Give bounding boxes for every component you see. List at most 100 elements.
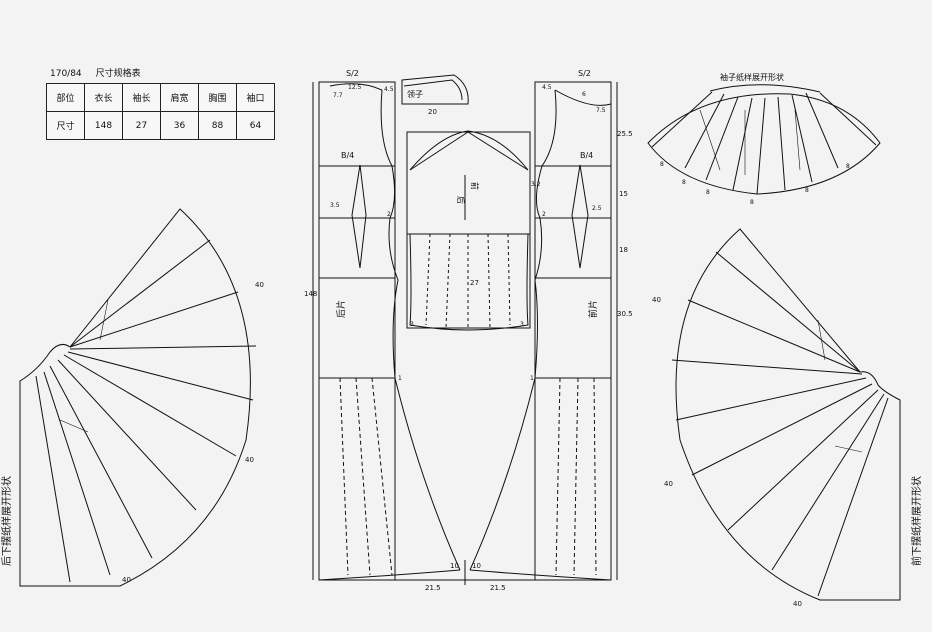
front-hem-slash (817, 397, 889, 597)
back-hem-outline (19, 208, 251, 587)
spec-grid: 部位 衣长 袖长 肩宽 胸围 袖口 尺寸 148 27 36 88 64 (46, 83, 275, 140)
collar-label: 领子 (407, 89, 423, 99)
back-hem-slash (69, 345, 257, 350)
sleeve-fan-title: 袖子纸样展开形状 (720, 72, 784, 82)
sleeve-fan-cap (709, 84, 821, 93)
sleeve-fan (647, 84, 881, 195)
spec-size-code: 170/84 (50, 69, 82, 79)
collar-inner (403, 79, 463, 101)
front-armhole (469, 89, 557, 571)
sleeve-slash (425, 233, 431, 326)
back-hem-curve (318, 569, 461, 581)
spec-header-row: 部位 衣长 袖长 肩宽 胸围 袖口 (46, 83, 275, 112)
v-2-left: 2 (387, 211, 391, 218)
sleeve-slash (507, 233, 511, 326)
front-panel-line (593, 377, 597, 576)
sleeve-cap-line (409, 131, 469, 171)
hem-21-5-right: 21.5 (490, 584, 506, 592)
back-fan-title: 后下摆纸样展开形状 (0, 476, 13, 566)
v-3-right: 3 (520, 321, 524, 328)
v-3-5: 3.5 (330, 202, 340, 209)
sleeve-grain (699, 109, 721, 171)
v-2-right: 2 (542, 211, 546, 218)
back-hem-slash (63, 354, 237, 457)
back-armhole (380, 89, 461, 571)
sleeve-slash-line (791, 94, 813, 183)
front-hem-dart (834, 445, 863, 453)
sleeve-fan-outline (647, 93, 881, 195)
back-hem-slash (67, 351, 254, 401)
v-3-left: 3 (410, 321, 414, 328)
back-hem-slash (35, 375, 71, 583)
spec-value-cell: 27 (122, 111, 161, 140)
collar-piece (401, 74, 469, 105)
front-frame (534, 81, 612, 581)
spec-value-cell: 36 (160, 111, 199, 140)
front-seam-15: 15 (619, 190, 628, 198)
sleeve-slash (445, 233, 451, 329)
sleeve-slash-line (705, 96, 739, 181)
sleeve-cap-line (467, 131, 529, 171)
collar-dim: 20 (428, 108, 437, 116)
back-hem-dart (99, 299, 109, 341)
spec-caption: 170/84 尺寸规格表 (50, 66, 275, 79)
sleeve-slash-line (777, 96, 786, 191)
front-hem-slash (687, 299, 861, 373)
v-1-right: 1 (530, 375, 534, 382)
sleeve-back-label: 后 (456, 196, 466, 204)
front-hem-fan (671, 228, 901, 601)
front-seam-30-5: 30.5 (617, 310, 633, 318)
back-shoulder (329, 83, 383, 91)
size-spec-table: 170/84 尺寸规格表 部位 衣长 袖长 肩宽 胸围 袖口 尺寸 148 27 … (46, 66, 275, 140)
front-40-label: 40 (652, 296, 661, 304)
front-neck (554, 89, 612, 106)
back-hem-slash (49, 365, 153, 559)
sleeve-8-label: 8 (750, 199, 754, 206)
front-fan-title: 前下摆纸样展开形状 (910, 476, 923, 566)
spec-value-cell: 88 (198, 111, 237, 140)
v-4-5-right: 4.5 (542, 84, 552, 91)
front-hem-outline (675, 228, 901, 601)
spec-header-cell: 袖口 (236, 83, 275, 112)
back-piece-label: 后片 (335, 300, 347, 318)
back-panel-line (355, 377, 371, 576)
s2-left-label: S/2 (346, 69, 359, 78)
spec-table-title: 尺寸规格表 (95, 69, 141, 79)
v-7-5: 7.5 (596, 107, 606, 114)
front-piece-label: 前片 (587, 300, 599, 318)
sleeve-frame (406, 131, 531, 329)
spec-value-cell: 尺寸 (46, 111, 85, 140)
sleeve-8-label: 8 (706, 189, 710, 196)
sleeve-slash-line (819, 92, 877, 146)
front-hem-slash (675, 377, 867, 421)
front-hem-slash (727, 389, 879, 531)
back-40-label: 40 (122, 576, 131, 584)
front-panel-line (573, 377, 579, 576)
front-waist-dart (571, 164, 589, 269)
v-1-left: 1 (398, 375, 402, 382)
back-panel-line (339, 377, 349, 576)
back-hem-slash (43, 371, 111, 576)
sleeve-27-label: 27 (470, 279, 479, 287)
back-waist-dart (351, 164, 367, 269)
sleeve-grain (794, 109, 801, 171)
hem-10-right: 10 (472, 562, 481, 570)
diagram-labels: 袖子纸样展开形状 领子 20 S/2 S/2 B/4 B/4 148 25.5 … (122, 69, 850, 608)
front-seam-25-5: 25.5 (617, 130, 633, 138)
v-4-5-left: 4.5 (384, 86, 394, 93)
back-panel-line (371, 377, 393, 576)
spec-header-cell: 衣长 (84, 83, 123, 112)
front-hem-dart (817, 319, 826, 361)
sleeve-front-label: 前 (470, 182, 480, 190)
spec-value-cell: 148 (84, 111, 123, 140)
front-hem-slash (671, 359, 863, 375)
front-40-label: 40 (793, 600, 802, 608)
sleeve-8-label: 8 (846, 163, 850, 170)
back-hem-slash (69, 239, 211, 348)
sleeve-body (409, 233, 529, 331)
b4-right-label: B/4 (580, 151, 593, 160)
front-seam-18: 18 (619, 246, 628, 254)
sleeve-slash-line (651, 91, 713, 148)
v-3-2: 3.2 (531, 181, 541, 188)
front-hem-curve (469, 569, 612, 581)
